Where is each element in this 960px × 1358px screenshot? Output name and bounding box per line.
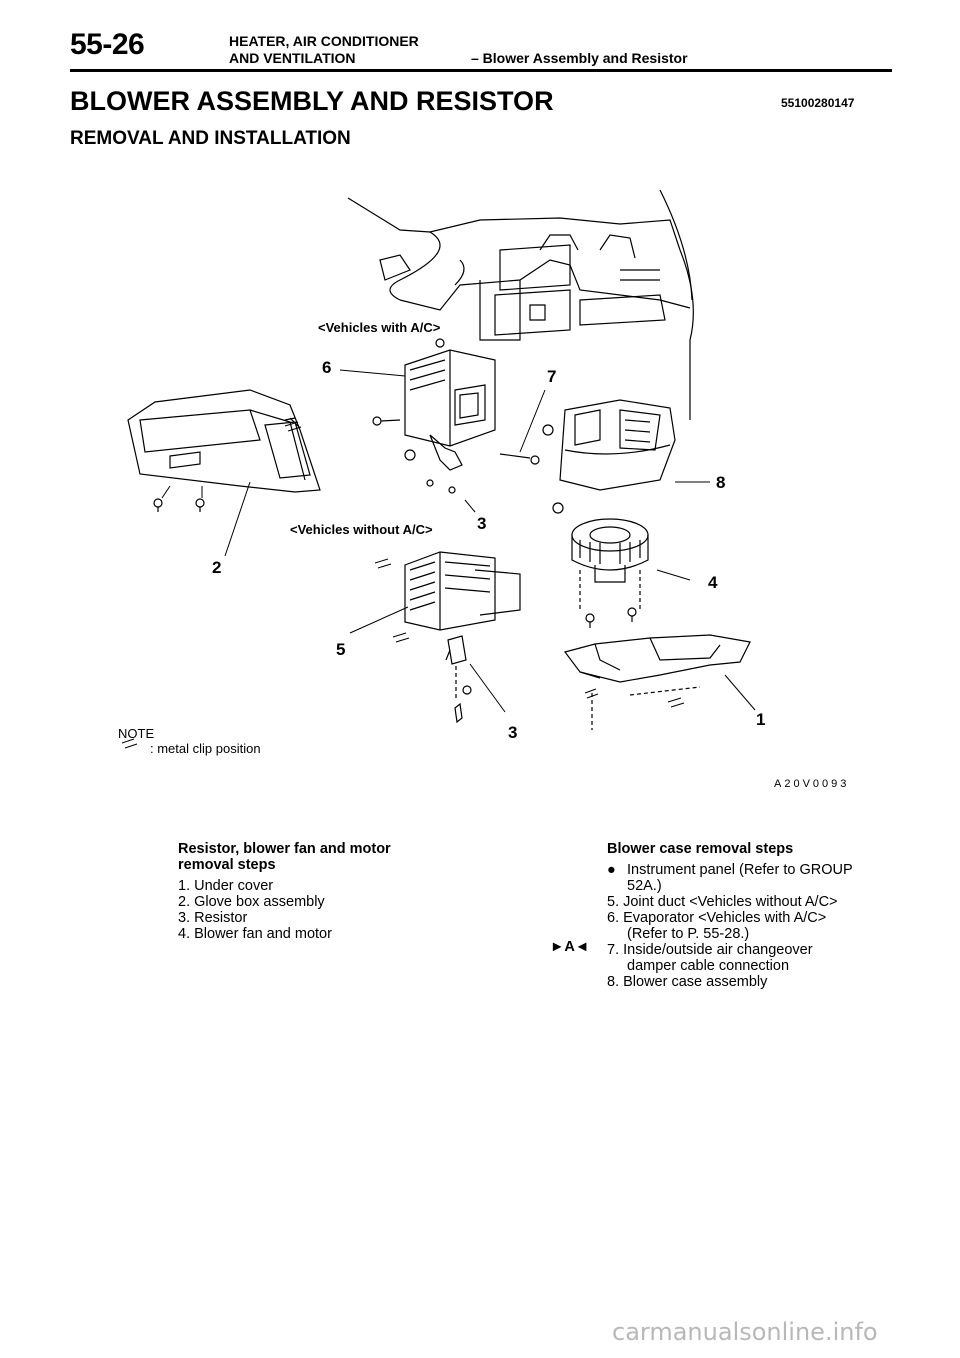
callout-6: 6 [322,358,331,377]
list-item: 4. Blower fan and motor [178,926,332,942]
list-item: 7. Inside/outside air changeover [607,942,813,958]
list-item: 8. Blower case assembly [607,974,768,990]
list-item: 3. Resistor [178,910,248,926]
evaporator-drawing [372,338,496,494]
callout-7: 7 [547,367,556,386]
figure-code: A20V0093 [774,778,850,790]
resistor-drawing [445,635,472,724]
callout-5: 5 [336,640,345,659]
callout-1: 1 [756,710,765,729]
bullet-text: Instrument panel (Refer to GROUP [627,862,853,878]
list-item: ● Instrument panel (Refer to GROUP [607,862,897,878]
bullet-icon: ● [607,862,616,878]
header-rule [70,69,892,72]
joint-duct-drawing [404,551,521,631]
note-text: : metal clip position [150,741,261,756]
procedure-mark: ►A◄ [550,939,590,955]
callout-4: 4 [708,573,718,592]
list-item: 1. Under cover [178,878,274,894]
glove-box-drawing [127,389,321,512]
blower-case-removal-steps: Blower case removal steps ● Instrument pa… [607,841,897,990]
blower-fan-drawing [571,518,649,628]
section-title-line1: HEATER, AIR CONDITIONER [229,33,419,49]
list-item-continued: (Refer to P. 55-28.) [627,926,750,942]
list-item: 2. Glove box assembly [178,894,325,910]
page-title: BLOWER ASSEMBLY AND RESISTOR [70,86,554,116]
dashboard-drawing [347,190,694,420]
section-title-line2: AND VENTILATION [229,50,356,66]
list-item: 5. Joint duct <Vehicles without A/C> [607,894,838,910]
blower-case-drawing [499,399,676,514]
resistor-removal-steps: Resistor, blower fan and motor removal s… [178,841,448,942]
callout-3-lower: 3 [508,723,517,742]
exploded-view-figure: <Vehicles with A/C> <Vehicles without A/… [121,190,765,749]
left-heading: Resistor, blower fan and motor removal s… [178,841,391,873]
metal-clip-icon [121,738,138,749]
leader-lines [161,369,756,713]
label-without-ac: <Vehicles without A/C> [290,522,433,537]
under-cover-drawing [563,634,751,730]
list-item-continued: 52A.) [627,878,662,894]
note-title: NOTE [118,726,155,741]
watermark: carmanualsonline.info [612,1318,878,1346]
section-topic: – Blower Assembly and Resistor [471,50,688,66]
label-with-ac: <Vehicles with A/C> [318,320,441,335]
list-item-continued: damper cable connection [627,958,790,974]
callout-3-upper: 3 [477,514,486,533]
list-item: 6. Evaporator <Vehicles with A/C> [607,910,827,926]
metal-clip-icons [284,421,685,708]
page-number: 55-26 [70,28,145,61]
right-heading: Blower case removal steps [607,841,794,857]
document-number: 55100280147 [781,96,855,110]
callout-8: 8 [716,473,725,492]
callout-2: 2 [212,558,221,577]
page-subtitle: REMOVAL AND INSTALLATION [70,128,351,149]
